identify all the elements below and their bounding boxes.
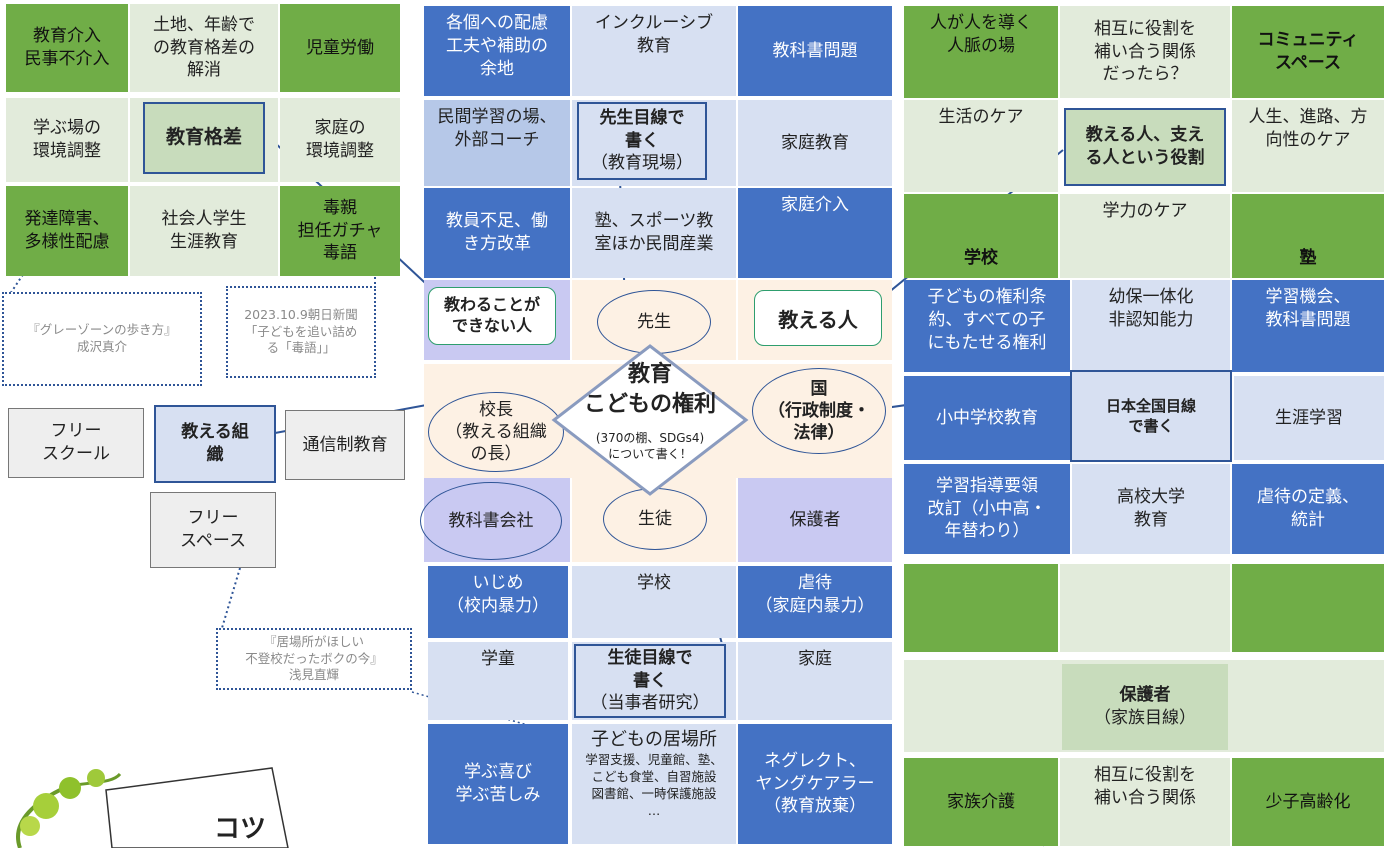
cell-curriculum-revision: 学習指導要領 改訂（小中高・ 年替わり） <box>904 464 1070 554</box>
cell-textbook-issue: 教科書問題 <box>738 6 892 96</box>
cell-learning-opportunity: 学習機会、 教科書問題 <box>1232 280 1384 372</box>
state-label: 国 （行政制度・ 法律） <box>768 378 870 444</box>
cell-after-school: 学童 <box>428 642 568 720</box>
cell-teacher-shortage: 教員不足、働 き方改革 <box>424 188 570 278</box>
student-view-subtitle: （当事者研究） <box>590 693 710 714</box>
cell-lifelong-learning: 生涯学習 <box>1234 376 1384 460</box>
cell-home-environment: 家庭の 環境調整 <box>280 98 400 182</box>
guardian-subtitle: （家族目線） <box>1094 708 1196 728</box>
cell-mutual-role-question: 相互に役割を 補い合う関係 だったら？ <box>1060 6 1230 98</box>
principal-oval: 校長 （教える組織 の長） <box>428 392 564 472</box>
ivy-card-illustration <box>16 767 289 848</box>
cell-japan-wide-view: 日本全国目線 で書く <box>1070 370 1232 462</box>
teacher-view-subtitle: （教育現場） <box>591 153 693 174</box>
cell-declining-birthrate: 少子高齢化 <box>1232 758 1384 846</box>
central-diamond <box>551 344 749 496</box>
cell-right-row7-right <box>1232 564 1384 652</box>
cell-neglect: ネグレクト、 ヤングケアラー （教育放棄） <box>738 724 892 844</box>
cell-early-childhood: 幼保一体化 非認知能力 <box>1072 280 1230 372</box>
cell-home-intervention: 家庭介入 <box>738 188 892 278</box>
cell-regional-age-gap: 土地、年齢で の教育格差の 解消 <box>130 4 278 92</box>
cannot-learn-label: 教わることが できない人 <box>428 287 556 345</box>
cell-network-place: 人が人を導く 人脈の場 <box>904 6 1058 98</box>
state-oval: 国 （行政制度・ 法律） <box>752 368 886 454</box>
cell-teaching-supporting-role: 教える人、支え る人という役割 <box>1064 108 1226 186</box>
cell-high-school-university: 高校大学 教育 <box>1072 464 1230 554</box>
cell-learning-environment: 学ぶ場の 環境調整 <box>6 98 128 182</box>
teacher-view-title: 先生目線で 書く <box>599 107 685 151</box>
cell-school-right: 学校 <box>904 194 1058 278</box>
diamond-title: 教育 こどもの権利 <box>583 362 716 417</box>
cell-free-school: フリー スクール <box>8 408 144 478</box>
cell-right-row7-mid <box>1060 564 1230 652</box>
cell-life-care: 生活のケア <box>904 100 1058 192</box>
note-book-grayzone: 『グレーゾーンの歩き方』 成沢真介 <box>2 292 202 386</box>
cell-abuse: 虐待 （家庭内暴力） <box>738 566 892 638</box>
cell-teaching-organization: 教える組 織 <box>154 405 276 483</box>
cell-academic-care: 学力のケア <box>1060 194 1230 278</box>
teacher-view-box: 先生目線で 書く （教育現場） <box>577 102 707 180</box>
cell-elementary-junior: 小中学校教育 <box>904 376 1070 460</box>
student-view-box: 生徒目線で 書く （当事者研究） <box>574 644 726 718</box>
cell-community-space: コミュニティ スペース <box>1232 6 1384 98</box>
cell-abuse-definition: 虐待の定義、 統計 <box>1232 464 1384 554</box>
cell-correspondence-education: 通信制教育 <box>285 410 405 480</box>
cell-school: 学校 <box>572 566 736 638</box>
cell-home-education: 家庭教育 <box>738 100 892 186</box>
cell-lifelong-adult: 社会人学生 生涯教育 <box>130 186 278 276</box>
cell-cram-school: 塾 <box>1232 194 1384 278</box>
student-view-title: 生徒目線で 書く <box>607 647 693 691</box>
cell-student-view-wrapper: 生徒目線で 書く （当事者研究） <box>572 642 736 720</box>
cell-right-row7-left <box>904 564 1058 652</box>
cell-free-space: フリー スペース <box>150 492 276 568</box>
cell-education-gap: 教育格差 <box>143 102 265 174</box>
cell-joy-of-learning: 学ぶ喜び 学ぶ苦しみ <box>428 724 568 844</box>
cell-inclusive-education: インクルーシブ 教育 <box>572 6 736 96</box>
cell-private-industry: 塾、スポーツ教 室ほか民間産業 <box>572 188 736 278</box>
cell-family-care: 家族介護 <box>904 758 1058 846</box>
cell-private-learning: 民間学習の場、 外部コーチ <box>424 100 570 186</box>
note-book-ibasho: 『居場所がほしい 不登校だったボクの今』 浅見直輝 <box>216 628 412 690</box>
card-text: コツ <box>213 814 266 845</box>
cell-teacher-view-wrapper: 先生目線で 書く （教育現場） <box>572 100 736 186</box>
cell-guardian: 保護者 <box>738 478 892 562</box>
child-place-title: 子どもの居場所 <box>591 729 717 750</box>
note-newspaper: 2023.10.9朝日新聞 「子どもを追い詰め る「毒語」」 <box>226 286 376 378</box>
cell-bullying: いじめ （校内暴力） <box>428 566 568 638</box>
teacher-person-label: 教える人 <box>754 290 882 346</box>
cell-education-gap-wrapper: 教育格差 <box>130 98 278 182</box>
cell-mutual-role: 相互に役割を 補い合う関係 <box>1060 758 1230 846</box>
cell-home: 家庭 <box>738 642 892 720</box>
cell-education-intervention: 教育介入 民事不介入 <box>6 4 128 92</box>
cell-child-labor: 児童労働 <box>280 4 400 92</box>
cell-career-care: 人生、進路、方 向性のケア <box>1232 100 1384 192</box>
textbook-company-oval: 教科書会社 <box>420 482 562 560</box>
diamond-subtitle: (370の棚、SDGs4) について書く！ <box>595 431 705 461</box>
cell-individual-consideration: 各個への配慮 工夫や補助の 余地 <box>424 6 570 96</box>
guardian-title: 保護者 <box>1119 685 1171 706</box>
child-place-list: 学習支援、児童館、塾、 こども食堂、自習施設 図書館、一時保護施設 … <box>585 752 723 818</box>
cell-child-place: 子どもの居場所 学習支援、児童館、塾、 こども食堂、自習施設 図書館、一時保護施… <box>572 724 736 844</box>
cell-developmental-diversity: 発達障害、 多様性配慮 <box>6 186 128 276</box>
cell-guardian-family-view: 保護者 （家族目線） <box>1062 664 1228 750</box>
cell-toxic-parent: 毒親 担任ガチャ 毒語 <box>280 186 400 276</box>
cell-child-rights-convention: 子どもの権利条 約、すべての子 にもたせる権利 <box>904 280 1070 372</box>
